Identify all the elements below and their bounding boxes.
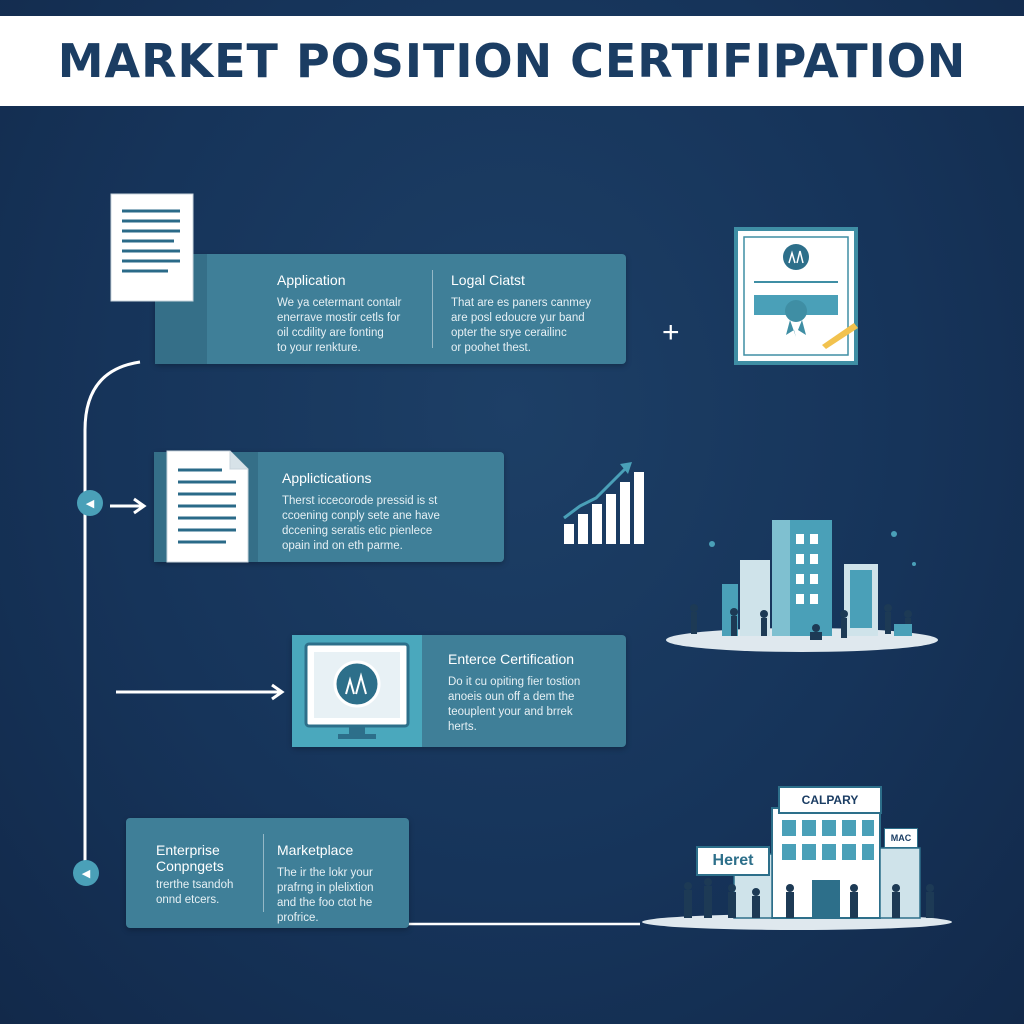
- stage4-card: Enterprise Conpngets trerthe tsandoh onn…: [126, 818, 409, 928]
- company-sign: CALPARY: [778, 786, 882, 814]
- stage1-col1-heading: Application: [277, 272, 346, 288]
- stage4-col2-heading: Marketplace: [277, 842, 354, 858]
- page-title: MARKET POSITION CERTIFIPATION: [57, 34, 967, 88]
- monitor-icon: [304, 642, 410, 739]
- here-sign-text: Heret: [712, 852, 754, 869]
- stage1-divider: [432, 270, 433, 348]
- stage2-body: Therst iccecorode pressid is st ccoening…: [282, 495, 440, 552]
- stage4-col2-body: The ir the lokr your prafrng in plelixti…: [277, 867, 374, 924]
- certificate-icon: [734, 227, 858, 365]
- stage1-card: Application We ya cetermant contalr ener…: [155, 254, 626, 364]
- timeline-node-icon: ◀: [77, 490, 103, 516]
- timeline-node-icon: ◀: [73, 860, 99, 886]
- plus-sign: +: [662, 316, 680, 349]
- stage4-col1-heading: Enterprise Conpngets: [156, 842, 224, 874]
- title-band: MARKET POSITION CERTIFIPATION: [0, 16, 1024, 106]
- document-icon: [166, 450, 249, 563]
- stage4-col1: Enterprise Conpngets trerthe tsandoh onn…: [156, 842, 271, 908]
- stage4-col2: Marketplace The ir the lokr your prafrng…: [277, 842, 407, 926]
- stage2-heading: Applictications: [282, 470, 372, 486]
- stage3-body: Do it cu opiting fier tostion anoeis oun…: [448, 676, 581, 733]
- stage4-col1-body: trerthe tsandoh onnd etcers.: [156, 879, 234, 906]
- stage1-col1-body: We ya cetermant contalr enerrave mostir …: [277, 297, 402, 354]
- stage3-text: Enterce Certification Do it cu opiting f…: [448, 651, 623, 735]
- here-sign: Heret: [696, 846, 770, 876]
- stage4-divider: [263, 834, 264, 912]
- document-icon: [110, 193, 194, 302]
- company-sign-text: CALPARY: [801, 793, 859, 807]
- arrow-right-icon: [116, 683, 285, 701]
- arrow-right-icon: [110, 497, 147, 515]
- small-sign: MAC: [884, 828, 918, 848]
- stage2-text: Applictications Therst iccecorode pressi…: [282, 470, 497, 554]
- stage1-col2-body: That are es paners canmey are posl edouc…: [451, 297, 591, 354]
- growth-chart-icon: [563, 462, 644, 544]
- storefront-icon: [642, 807, 952, 930]
- stage3-heading: Enterce Certification: [448, 651, 575, 667]
- city-buildings-icon: [666, 520, 938, 652]
- stage1-col2-heading: Logal Ciatst: [451, 272, 525, 288]
- stage1-col2: Logal Ciatst That are es paners canmey a…: [451, 272, 621, 356]
- timeline-line: [83, 360, 141, 870]
- small-sign-text: MAC: [890, 833, 912, 843]
- stage1-col1: Application We ya cetermant contalr ener…: [277, 272, 427, 356]
